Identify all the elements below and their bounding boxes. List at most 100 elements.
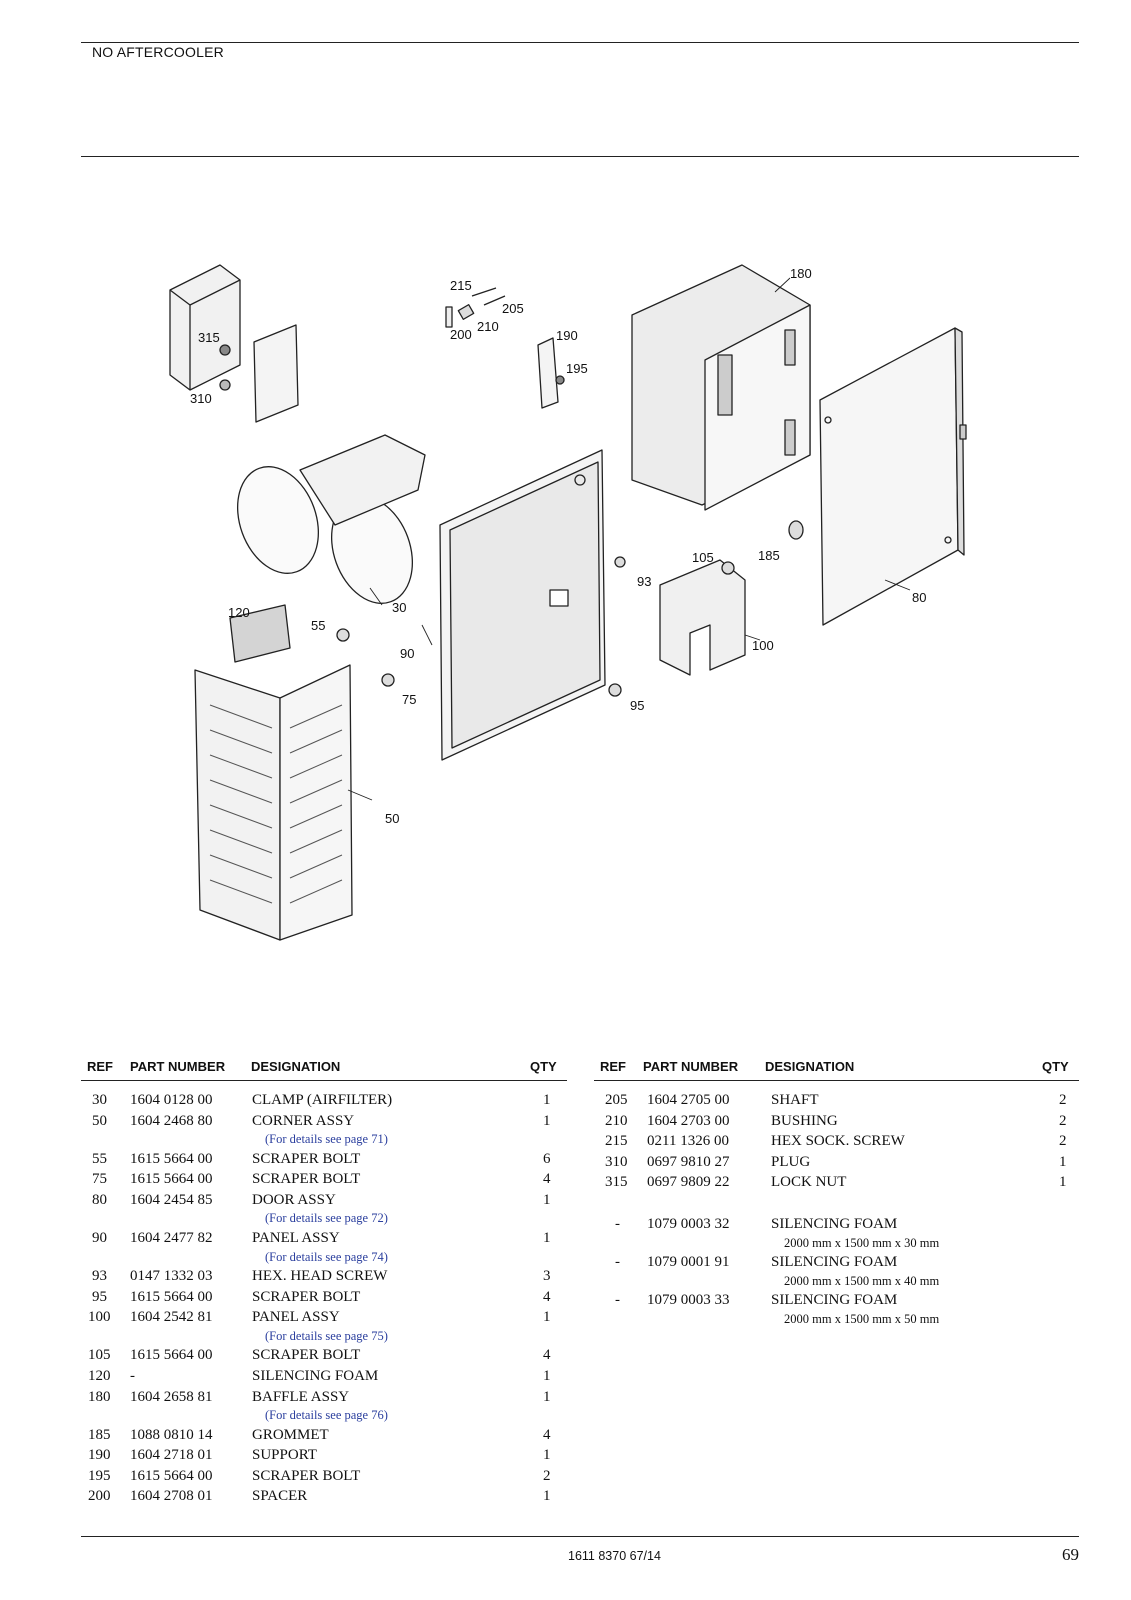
- panel-assy-100-part: [659, 559, 746, 676]
- designation-cell: SILENCING FOAM: [771, 1215, 898, 1232]
- ref-cell: 80: [92, 1191, 107, 1208]
- ref-cell: -: [615, 1292, 620, 1309]
- designation-cell: CLAMP (AIRFILTER): [252, 1092, 393, 1108]
- part-cell: 1615 5664 00: [130, 1171, 213, 1188]
- part-cell: 1615 5664 00: [130, 1288, 213, 1305]
- ref-cell: 195: [88, 1467, 111, 1484]
- qty-cell: 2: [1059, 1112, 1067, 1129]
- detail-reference-row: (For details see page 74): [81, 1249, 567, 1267]
- qty-cell: 1: [1059, 1174, 1067, 1191]
- callout: 100: [752, 638, 774, 653]
- bolt-parts: [336, 520, 804, 697]
- callout: 190: [556, 328, 578, 343]
- col-designation: DESIGNATION: [765, 1059, 855, 1074]
- qty-cell: 1: [543, 1092, 551, 1108]
- qty-cell: 1: [543, 1229, 551, 1246]
- callout: 210: [477, 319, 499, 334]
- dimension-text: 2000 mm x 1500 mm x 40 mm: [784, 1273, 940, 1288]
- small-hardware-parts: [445, 287, 565, 409]
- qty-cell: 1: [543, 1388, 551, 1405]
- document-code: 1611 8370 67/14: [568, 1549, 661, 1563]
- col-part-number: PART NUMBER: [130, 1059, 226, 1074]
- part-cell: 1604 2468 80: [130, 1112, 213, 1129]
- detail-link[interactable]: (For details see page 76): [265, 1408, 388, 1423]
- qty-cell: 1: [543, 1488, 551, 1505]
- header-rule-bottom: [81, 156, 1079, 157]
- detail-reference-row: (For details see page 72): [81, 1210, 567, 1228]
- designation-cell: PLUG: [771, 1153, 811, 1170]
- ref-cell: 105: [88, 1347, 111, 1364]
- part-cell: 1604 2705 00: [647, 1092, 730, 1108]
- detail-reference-row: (For details see page 76): [81, 1407, 567, 1425]
- designation-cell: PANEL ASSY: [252, 1229, 340, 1246]
- callout: 315: [198, 330, 220, 345]
- designation-cell: SPACER: [252, 1488, 308, 1505]
- page-number: 69: [1062, 1545, 1079, 1564]
- table-header: REF PART NUMBER DESIGNATION QTY: [594, 1056, 1079, 1081]
- ref-cell: 30: [92, 1092, 107, 1108]
- qty-cell: 2: [543, 1467, 551, 1484]
- table-header: REF PART NUMBER DESIGNATION QTY: [81, 1056, 567, 1081]
- qty-cell: 4: [543, 1288, 551, 1305]
- part-cell: 1079 0001 91: [647, 1254, 730, 1271]
- ref-cell: 185: [88, 1426, 111, 1443]
- ref-cell: 200: [88, 1488, 111, 1505]
- detail-link[interactable]: (For details see page 75): [265, 1328, 388, 1343]
- designation-cell: SCRAPER BOLT: [252, 1288, 361, 1305]
- ref-cell: 75: [92, 1171, 107, 1188]
- exploded-parts-diagram: 180 215 205 210 200 190 195 315 310 185 …: [169, 264, 967, 941]
- ref-cell: 210: [605, 1112, 628, 1129]
- callout: 120: [228, 605, 250, 620]
- qty-cell: 2: [1059, 1133, 1067, 1150]
- ref-cell: 190: [88, 1447, 111, 1464]
- part-cell: 1079 0003 33: [647, 1292, 730, 1309]
- corner-assy-part: [194, 664, 353, 941]
- designation-cell: BAFFLE ASSY: [252, 1388, 350, 1405]
- designation-cell: SILENCING FOAM: [252, 1367, 379, 1384]
- part-cell: 1088 0810 14: [130, 1426, 213, 1443]
- qty-cell: 3: [543, 1268, 551, 1285]
- ref-cell: 310: [605, 1153, 628, 1170]
- qty-cell: 4: [543, 1347, 551, 1364]
- callout: 50: [385, 811, 399, 826]
- detail-link[interactable]: (For details see page 74): [265, 1249, 388, 1264]
- detail-link[interactable]: (For details see page 71): [265, 1132, 388, 1147]
- detail-link[interactable]: (For details see page 72): [265, 1211, 388, 1226]
- detail-reference-row: (For details see page 71): [81, 1131, 567, 1149]
- panel-assy-part: [439, 449, 606, 761]
- airfilter-clamp-part: [236, 434, 426, 604]
- part-cell: 1079 0003 32: [647, 1215, 730, 1232]
- callout: 185: [758, 548, 780, 563]
- qty-cell: 1: [1059, 1153, 1067, 1170]
- qty-cell: 1: [543, 1367, 551, 1384]
- callout: 93: [637, 574, 651, 589]
- part-cell: 1604 2454 85: [130, 1191, 213, 1208]
- designation-cell: BUSHING: [771, 1112, 838, 1129]
- designation-cell: HEX SOCK. SCREW: [771, 1133, 905, 1150]
- dimension-row: 2000 mm x 1500 mm x 30 mm: [594, 1235, 1079, 1253]
- diagram-callout-labels: 180 215 205 210 200 190 195 315 310 185 …: [190, 266, 926, 826]
- ref-cell: -: [615, 1254, 620, 1271]
- part-cell: 0147 1332 03: [130, 1268, 213, 1285]
- qty-cell: 1: [543, 1447, 551, 1464]
- detail-reference-row: (For details see page 75): [81, 1328, 567, 1346]
- door-assy-part: [819, 327, 967, 626]
- dimension-text: 2000 mm x 1500 mm x 50 mm: [784, 1311, 940, 1326]
- designation-cell: SILENCING FOAM: [771, 1254, 898, 1271]
- col-ref: REF: [87, 1059, 113, 1074]
- part-cell: 0211 1326 00: [647, 1133, 729, 1150]
- callout: 205: [502, 301, 524, 316]
- ref-cell: 205: [605, 1092, 628, 1108]
